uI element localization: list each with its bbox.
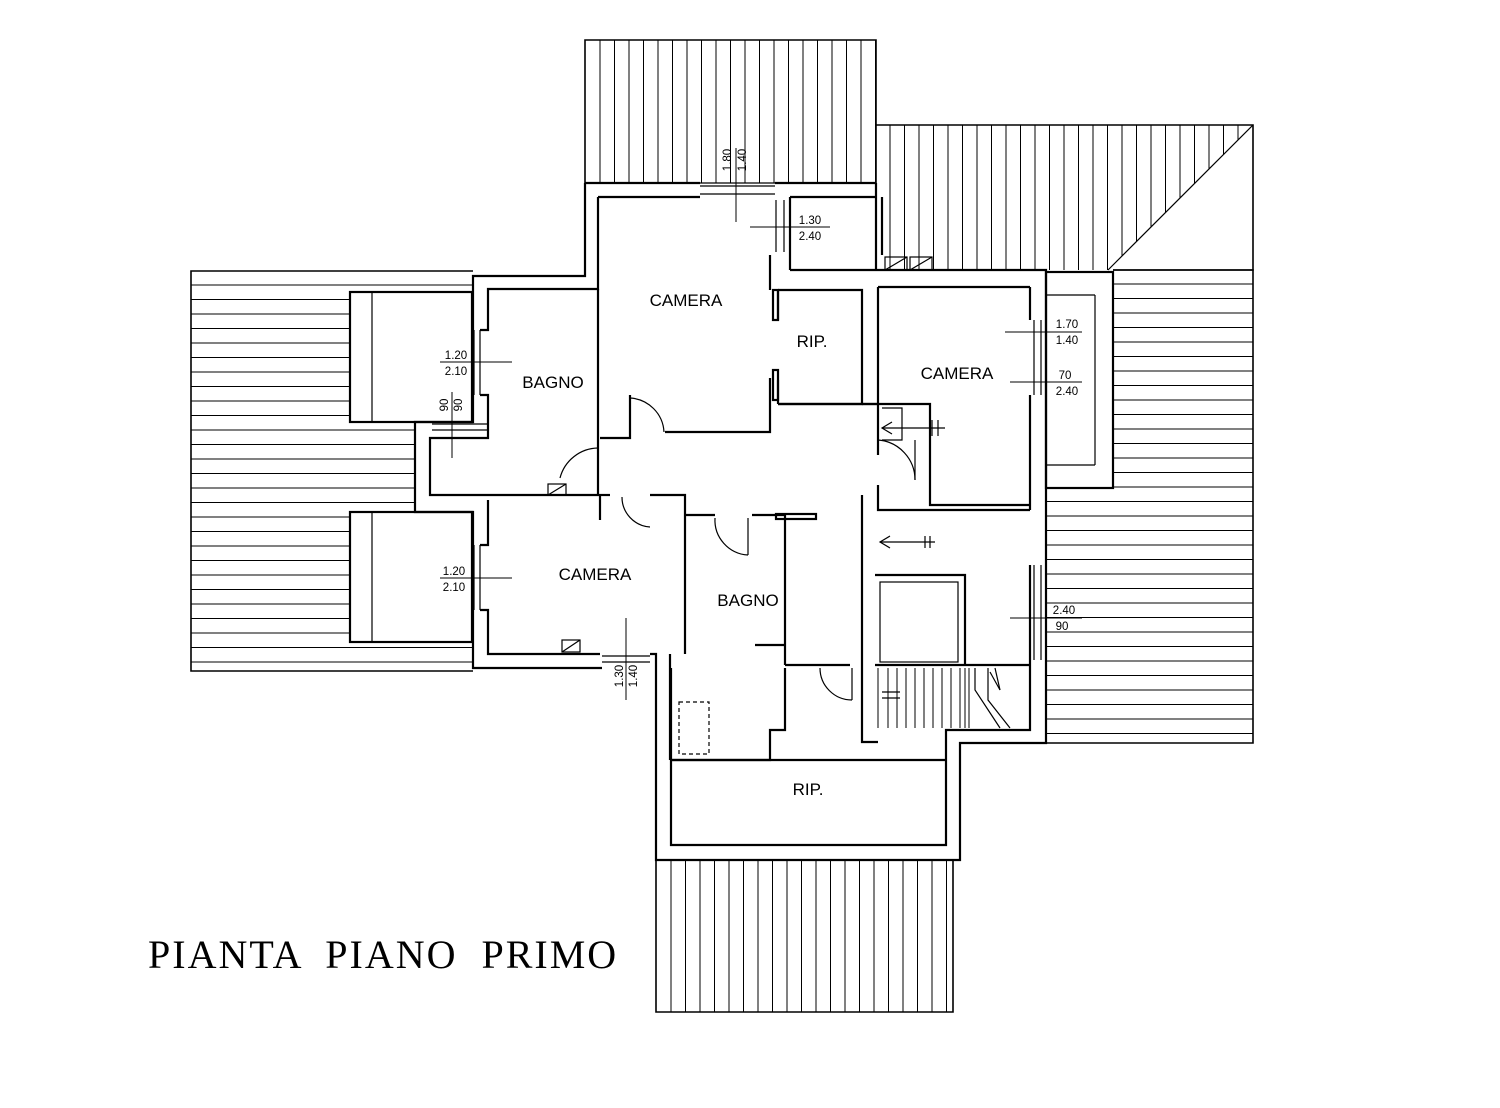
dim-bagno-window-b: 2.10 [445,366,467,378]
dim-right-door-b: 2.40 [1056,386,1078,398]
room-label-camera-left: CAMERA [559,565,632,584]
roof-top-right [876,124,1254,271]
dim-camera-south-a: 1.30 [614,665,626,687]
interior-walls [596,255,1030,762]
room-label-camera-right: CAMERA [921,364,994,383]
dim-top-right-door-a: 1.30 [799,215,821,227]
dim-right-door-a: 70 [1059,370,1072,382]
dim-bagno-door-b: 90 [453,399,465,412]
dim-camera-window-b: 2.10 [443,582,465,594]
dim-top-right-door-b: 2.40 [799,231,821,243]
roof-bottom [655,860,954,1013]
dim-stair-door-b: 90 [1056,621,1069,633]
dim-camera-south-b: 1.40 [628,665,640,687]
drawing-title: PIANTA PIANO PRIMO [148,932,618,977]
dim-camera-window-a: 1.20 [443,566,465,578]
roof-left [190,270,473,672]
terrace-right [1044,270,1115,490]
dimension-lines [440,148,1082,700]
dim-right-window-a: 1.70 [1056,319,1078,331]
room-label-rip-bottom: RIP. [793,780,824,799]
dim-stair-door-a: 2.40 [1053,605,1075,617]
room-label-bagno-center: BAGNO [717,591,778,610]
dim-top-window-b: 1.40 [737,149,749,171]
roof-top [584,39,877,184]
windows [432,185,1042,755]
roof-right [1046,269,1254,744]
dim-right-window-b: 1.40 [1056,335,1078,347]
door-swings [559,397,916,701]
room-label-camera-top: CAMERA [650,291,723,310]
dim-bagno-window-a: 1.20 [445,350,467,362]
stairs [877,407,1011,729]
outer-walls [413,181,1048,862]
dim-top-window-a: 1.80 [722,149,734,171]
dim-bagno-door-a: 90 [439,399,451,412]
room-label-bagno-left: BAGNO [522,373,583,392]
room-label-rip-top: RIP. [797,332,828,351]
